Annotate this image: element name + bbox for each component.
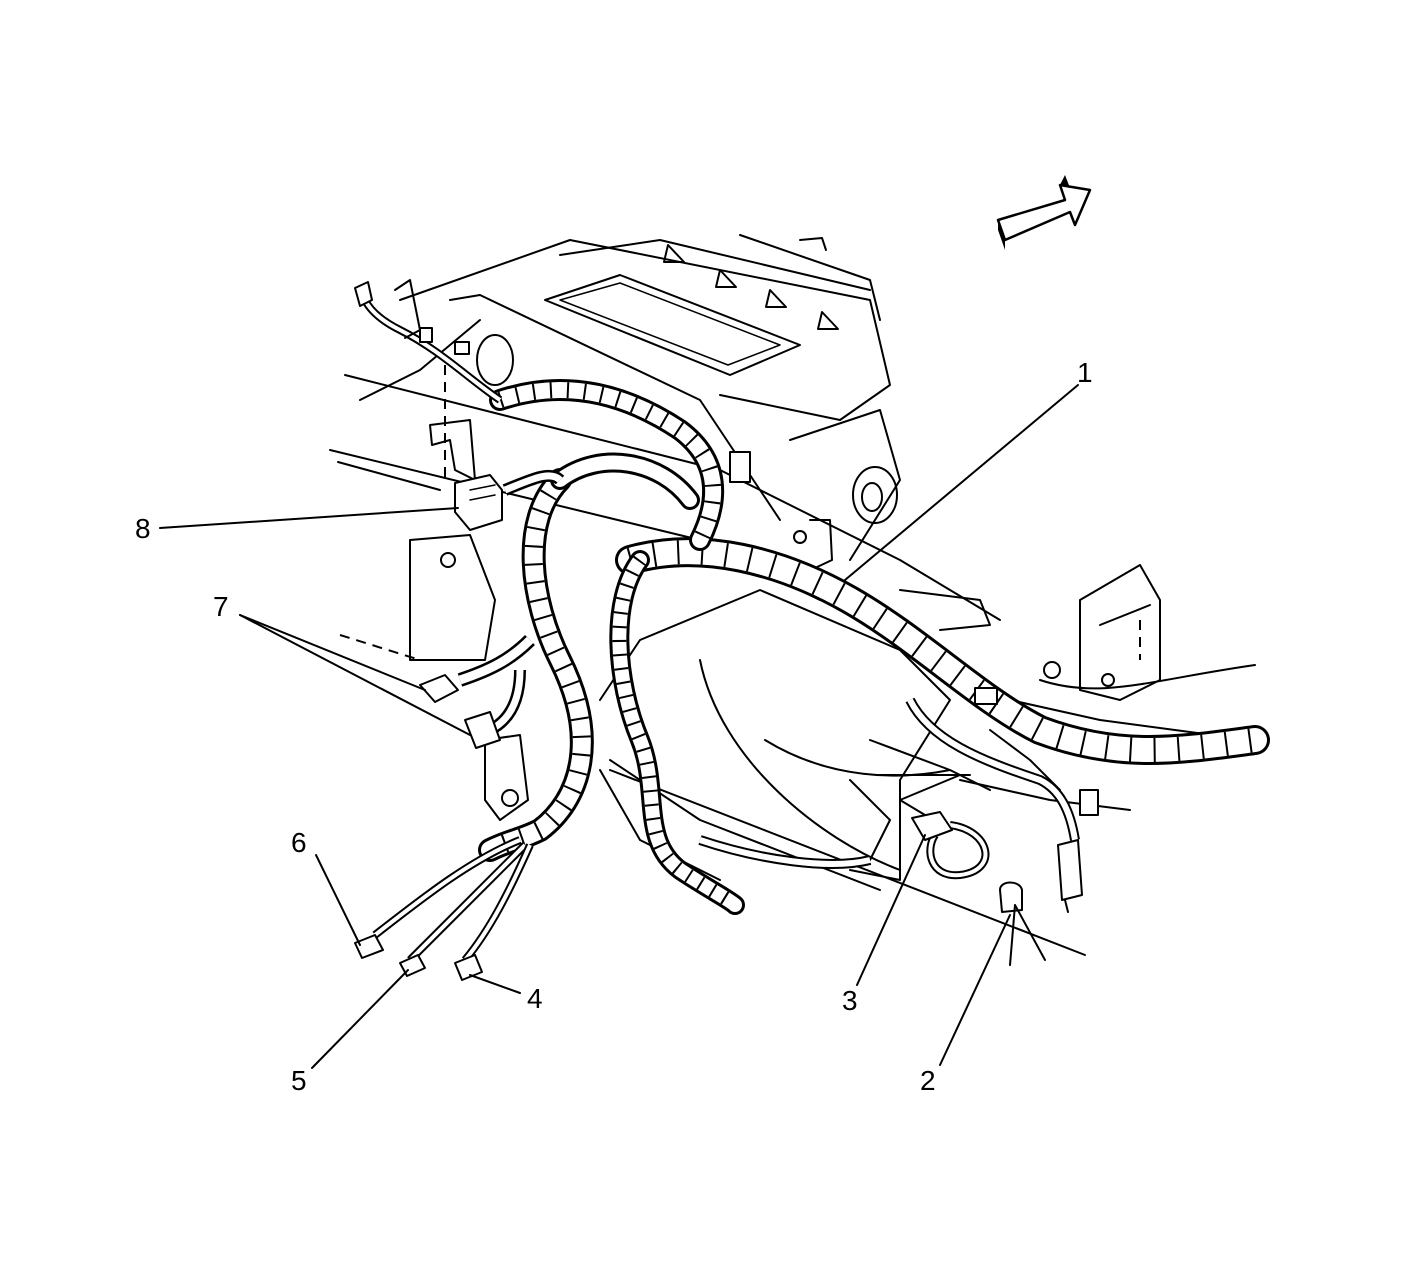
top-clip [354,281,373,307]
callout-3: 3 [842,985,858,1016]
connector-7b [464,711,501,749]
wiring-harness [361,298,1270,963]
callout-4: 4 [527,983,543,1014]
connector-8 [454,474,503,531]
connectors [354,279,1099,981]
switch-component [1057,839,1083,901]
callout-2: 2 [920,1065,936,1096]
connector-5 [399,954,426,977]
vehicle-front-arrow-icon [996,175,1092,250]
callout-6: 6 [291,827,307,858]
callout-5: 5 [291,1065,307,1096]
callouts: 1 2 3 4 5 6 7 8 [135,357,1093,1096]
leader-lines [159,384,1079,1069]
callout-8: 8 [135,513,151,544]
callout-7: 7 [213,591,229,622]
connector-2 [999,881,1023,913]
connector-7a [419,674,459,703]
connector-6 [354,934,384,959]
connector-4 [454,954,483,981]
connector-3 [911,811,953,841]
callout-1: 1 [1077,357,1093,388]
